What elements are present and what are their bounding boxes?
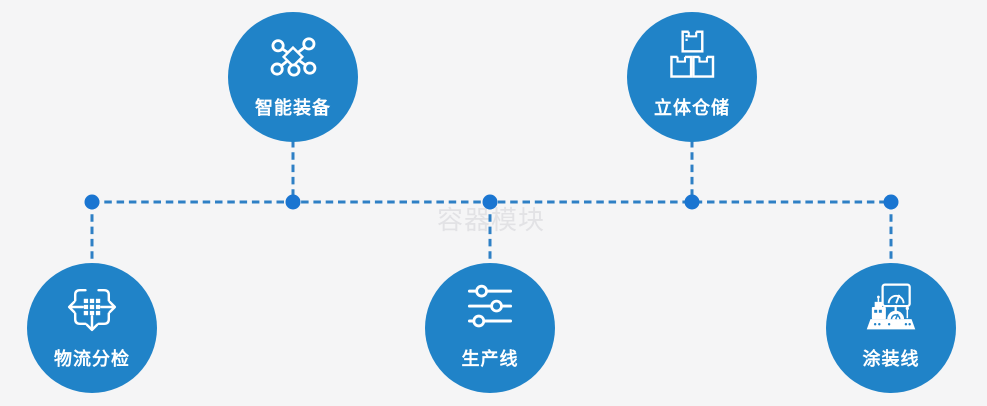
stacked-boxes-icon — [664, 28, 720, 84]
sort-distribute-icon — [64, 279, 120, 335]
node-warehouse: 立体仓储 — [627, 12, 757, 142]
control-console-icon — [863, 279, 919, 335]
node-label: 涂装线 — [862, 349, 920, 370]
node-production: 生产线 — [425, 263, 555, 393]
node-label: 生产线 — [461, 349, 519, 370]
node-label: 智能装备 — [255, 98, 331, 119]
node-label: 物流分检 — [54, 349, 130, 370]
node-smart-equipment: 智能装备 — [228, 12, 358, 142]
node-painting: 涂装线 — [826, 263, 956, 393]
network-nodes-icon — [265, 28, 321, 84]
node-logistics: 物流分检 — [27, 263, 157, 393]
junction-dots — [84, 194, 899, 210]
node-label: 立体仓储 — [654, 98, 730, 119]
sliders-icon — [462, 279, 518, 335]
